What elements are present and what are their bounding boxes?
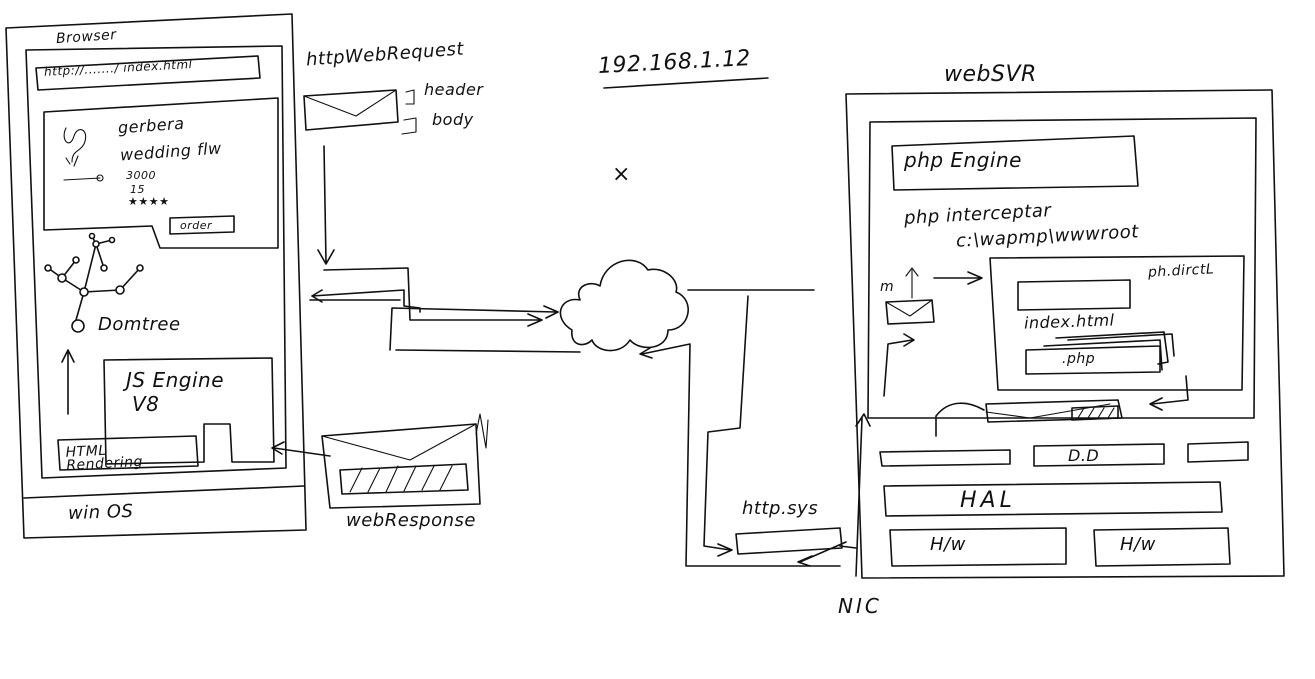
product-name: gerbera	[117, 113, 186, 138]
server-nic-link	[839, 545, 857, 549]
hw-left-label: H/w	[930, 534, 966, 555]
dd-box	[1033, 443, 1165, 467]
server-return-wire	[703, 295, 749, 557]
server-up-arrow	[855, 413, 871, 577]
hatch-curve	[935, 402, 985, 437]
cloud-icon	[559, 259, 689, 352]
http-sys-box	[735, 527, 843, 555]
os-divider	[23, 485, 305, 499]
driver-box-left	[879, 449, 1011, 467]
request-body-label: body	[432, 110, 474, 129]
phys-out-arrow	[1149, 375, 1189, 411]
domtree-label: Domtree	[98, 314, 181, 335]
return-wire	[389, 305, 559, 351]
hw-box-right	[1093, 527, 1231, 567]
server-inner-frame	[867, 117, 1257, 419]
ip-underline	[603, 77, 769, 89]
html-rendering-box	[57, 435, 199, 471]
response-label: webResponse	[346, 510, 476, 531]
m-label: m	[880, 279, 895, 295]
product-rating: ★★★★	[128, 195, 170, 208]
response-envelope	[321, 423, 481, 509]
m-envelope	[885, 299, 935, 325]
response-wire	[309, 299, 581, 353]
order-button[interactable]: order	[180, 219, 213, 232]
js-engine-label: JS Engine	[126, 368, 224, 392]
up-arrow	[61, 349, 75, 415]
browser-title: Browser	[55, 26, 118, 48]
product-card	[43, 97, 279, 249]
hal-box	[883, 481, 1223, 517]
php-file-label: .php	[1062, 351, 1096, 367]
cloud-return-wire	[639, 343, 841, 567]
php-file-stack	[1025, 331, 1175, 375]
os-label: win OS	[67, 500, 134, 525]
phys-dir-label: ph.dirctL	[1147, 261, 1215, 281]
close-mark-icon: ×	[612, 162, 631, 187]
dir-input-box	[1017, 279, 1131, 311]
response-hatched-bar	[339, 463, 469, 495]
server-title: webSVR	[944, 62, 1037, 87]
product-qty: 15	[130, 183, 145, 196]
domtree-icon	[44, 232, 144, 333]
request-wire	[323, 267, 543, 327]
server-frame	[845, 89, 1285, 579]
js-engine-box	[103, 357, 275, 465]
index-file-label: index.html	[1023, 310, 1115, 333]
response-to-browser-arrow	[271, 441, 331, 457]
dd-label: D.D	[1068, 446, 1100, 465]
php-engine-label: php Engine	[904, 148, 1022, 172]
server-hatch-inner	[1071, 405, 1119, 421]
php-engine-box	[891, 135, 1139, 191]
m-arrow-right	[933, 271, 983, 285]
order-button-box	[169, 215, 235, 235]
hal-label: HAL	[960, 488, 1016, 513]
m-arrow-up	[905, 267, 919, 299]
product-price: 3000	[126, 169, 156, 182]
hw-right-label: H/w	[1120, 534, 1156, 555]
slider-icon	[63, 177, 101, 181]
http-sys-label: http.sys	[742, 498, 819, 519]
url-bar	[35, 55, 261, 91]
js-engine-version: V8	[132, 392, 160, 416]
browser-inner-frame	[25, 45, 287, 479]
request-header-label: header	[424, 80, 484, 99]
request-envelope	[303, 89, 399, 131]
http-sys-arrow	[797, 541, 847, 567]
flower-icon	[63, 127, 87, 163]
hw-box-left	[889, 527, 1067, 567]
server-hatched-bar	[985, 399, 1123, 423]
inner-up-arrow	[883, 333, 915, 397]
browser-frame	[5, 13, 307, 539]
nic-label: NIC	[838, 594, 882, 618]
phys-dir-box	[989, 255, 1245, 391]
request-down-arrow	[317, 145, 335, 265]
driver-box-right	[1187, 441, 1249, 463]
